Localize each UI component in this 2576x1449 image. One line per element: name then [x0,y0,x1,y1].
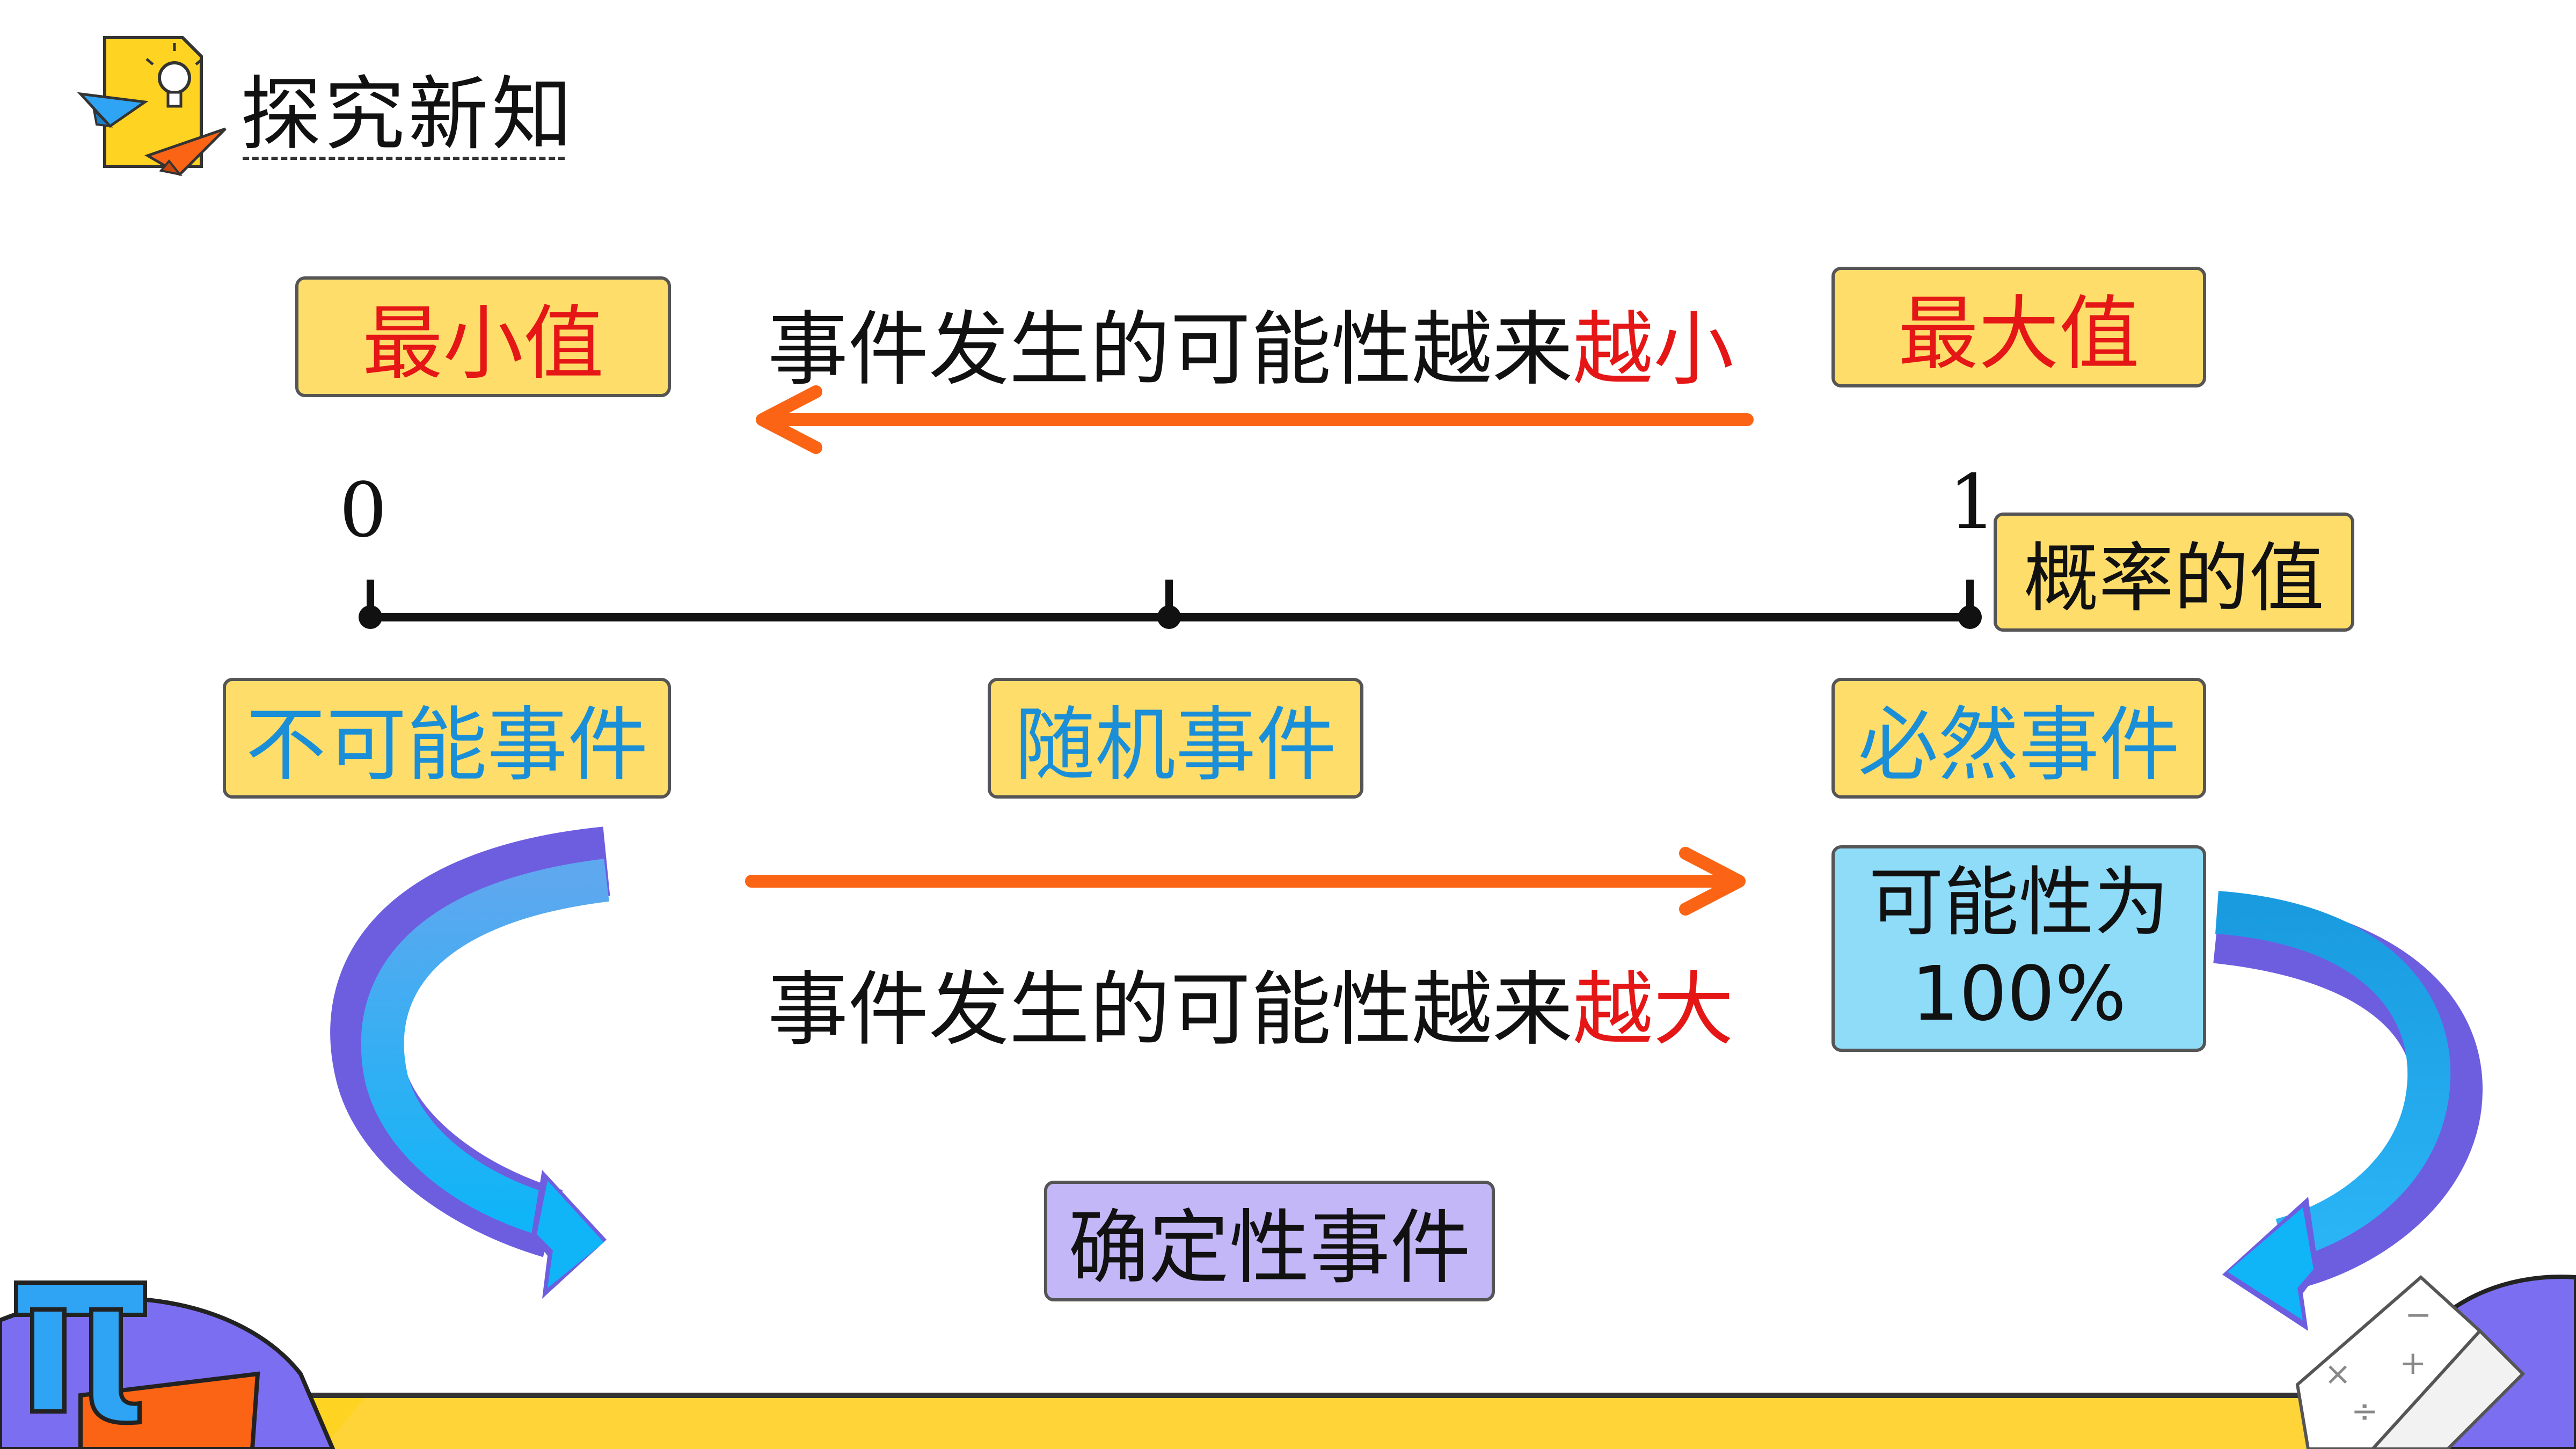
tick-middle [1157,605,1181,629]
decreasing-sentence: 事件发生的可能性越来越小 [768,284,1734,401]
arrow-decreasing [756,385,1754,454]
scale-end-label: 1 [1949,459,1997,546]
bottom-banner [0,1393,2576,1449]
increasing-sentence-prefix: 事件发生的可能性越来 [768,963,1573,1057]
random-event-box: 随机事件 [988,678,1363,799]
curved-arrow-right [2213,891,2483,1331]
probability-number-line [359,580,1982,629]
certain-event-box: 必然事件 [1831,678,2206,799]
tick-zero [359,605,382,629]
possibility-100-line1: 可能性为 [1868,859,2169,947]
svg-text:÷: ÷ [2351,1393,2378,1430]
increasing-sentence-emphasis: 越大 [1573,963,1734,1057]
decreasing-sentence-emphasis: 越小 [1573,303,1734,397]
possibility-100-line2: 100% [1911,950,2127,1038]
tick-one [1958,605,1982,629]
curved-arrow-left [330,826,610,1299]
increasing-sentence: 事件发生的可能性越来越大 [768,945,1734,1061]
impossible-event-box: 不可能事件 [223,678,671,799]
page-title: 探究新知 [240,68,576,162]
probability-value-box: 概率的值 [1994,513,2354,632]
scale-start-label: 0 [339,467,388,554]
svg-text:+: + [2399,1344,2426,1382]
pi-symbol-icon [14,1280,260,1449]
lightbulb-paper-plane-icon [77,36,227,177]
possibility-100-box: 可能性为 100% [1831,845,2206,1052]
title-underline [243,157,565,160]
open-math-book-icon: − + × ÷ [2295,1275,2526,1449]
arrow-increasing [745,847,1746,916]
svg-text:×: × [2324,1355,2351,1393]
decreasing-sentence-prefix: 事件发生的可能性越来 [768,303,1573,397]
min-value-box: 最小值 [295,276,671,397]
svg-text:−: − [2405,1296,2432,1334]
deterministic-event-box: 确定性事件 [1044,1181,1495,1301]
max-value-box: 最大值 [1831,267,2206,387]
